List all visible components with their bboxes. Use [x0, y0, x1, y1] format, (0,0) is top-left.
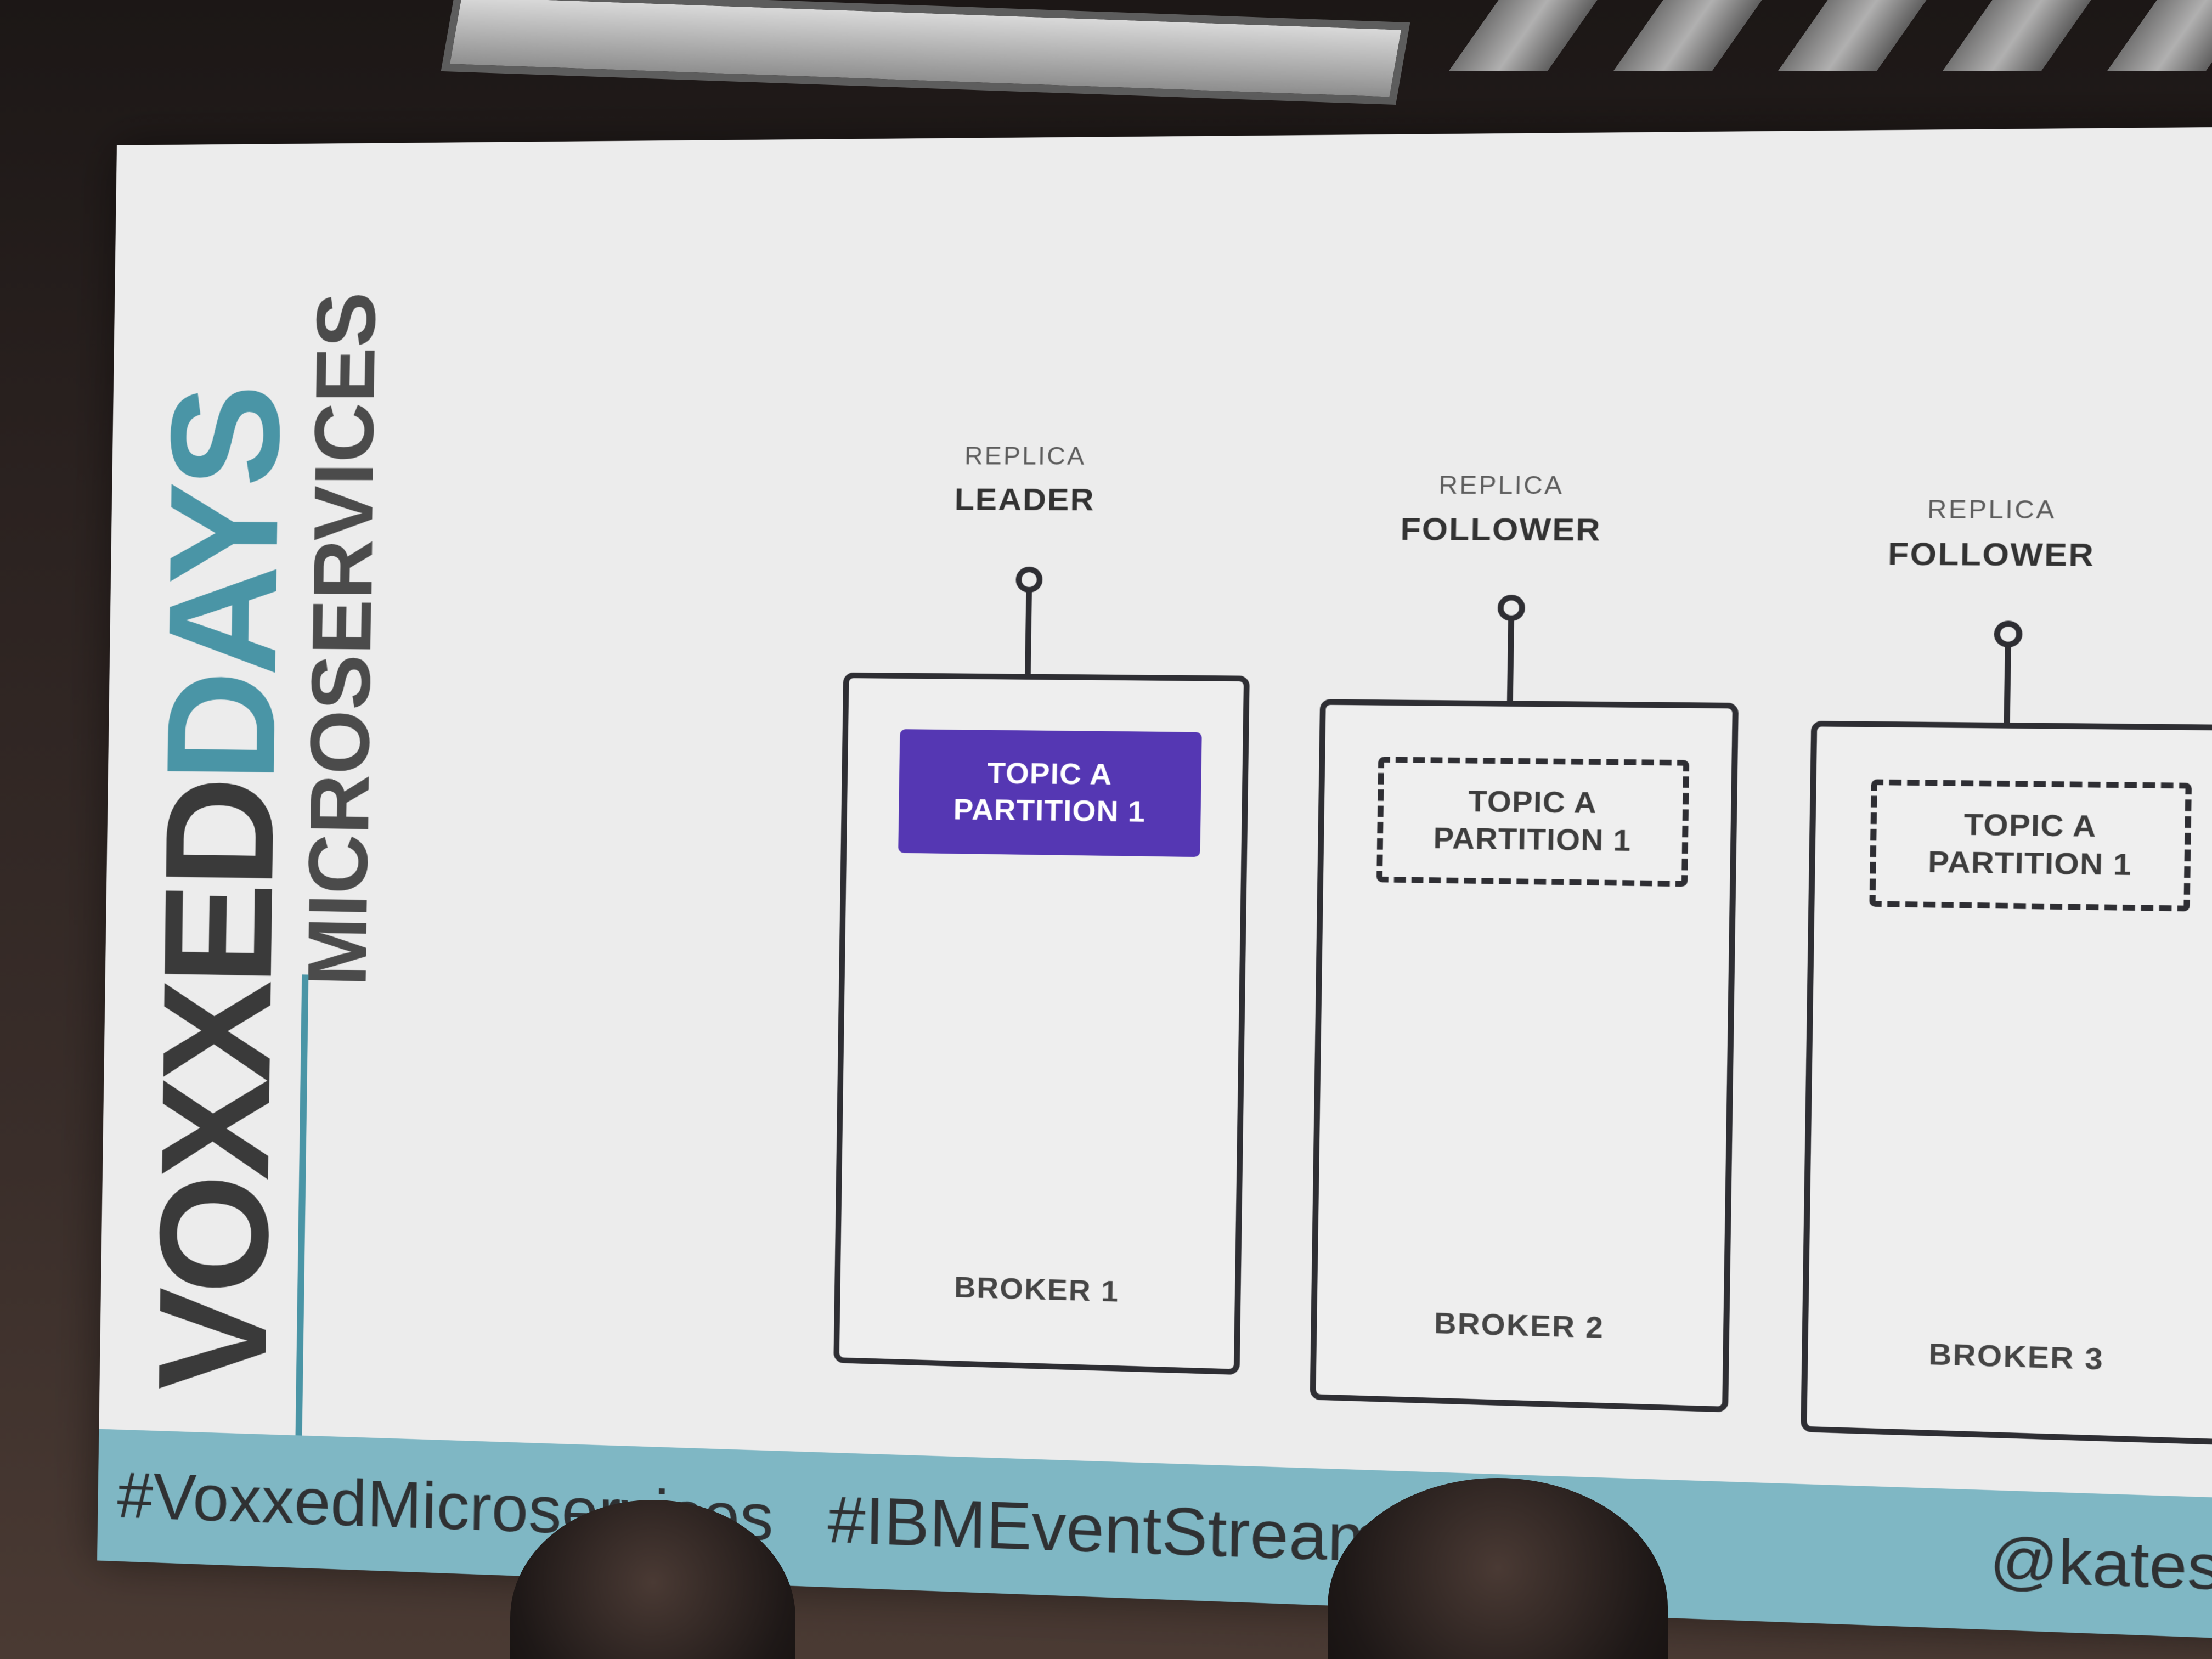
brand-microservices-text: MICROSERVICES: [290, 292, 393, 988]
kafka-replication-diagram: REPLICA LEADER REPLICA FOLLOWER REPLICA …: [684, 256, 2212, 1523]
ceiling-slat: [2107, 0, 2212, 71]
broker-3-box: TOPIC A PARTITION 1 BROKER 3: [1801, 720, 2212, 1446]
partition-label: TOPIC A PARTITION 1: [1927, 808, 2132, 882]
brand-days-text: DAYS: [134, 390, 313, 783]
ceiling-slat: [1613, 0, 1778, 71]
replica-node-icon: [1015, 566, 1043, 593]
replica-header-1: REPLICA LEADER: [880, 442, 1171, 518]
speaker-handle: @katestanley: [1989, 1523, 2212, 1610]
replica-tag: REPLICA: [1438, 471, 1564, 500]
replica-tag: REPLICA: [1927, 495, 2057, 524]
projection-screen: VOXXEDDAYS MICROSERVICES REPLICA LEADER …: [97, 125, 2212, 1646]
broker-label: BROKER 2: [1434, 1307, 1605, 1345]
replica-role: FOLLOWER: [1400, 510, 1602, 548]
broker-label: BROKER 1: [953, 1271, 1120, 1309]
replica-tag: REPLICA: [964, 442, 1086, 471]
broker-label: BROKER 3: [1928, 1338, 2104, 1377]
replica-node-icon: [1994, 620, 2023, 648]
replica-node-icon: [1497, 594, 1526, 622]
replica-header-3: REPLICA FOLLOWER: [1838, 495, 2147, 574]
partition-label: TOPIC A PARTITION 1: [953, 757, 1146, 829]
brand-voxxed-text: VOXXED: [126, 781, 307, 1394]
hashtag-ibm: #IBMEventStreams: [827, 1482, 1421, 1578]
ceiling-slat: [1942, 0, 2107, 71]
broker-1-box: TOPIC A PARTITION 1 BROKER 1: [833, 672, 1250, 1375]
ceiling-light: [441, 0, 1410, 105]
follower-partition: TOPIC A PARTITION 1: [1869, 779, 2192, 912]
leader-partition: TOPIC A PARTITION 1: [898, 729, 1202, 857]
brand-title: VOXXEDDAYS: [126, 390, 312, 1394]
conference-brand: VOXXEDDAYS MICROSERVICES: [106, 201, 393, 1472]
replica-role: FOLLOWER: [1887, 535, 2095, 573]
replica-role: LEADER: [954, 481, 1096, 517]
broker-2-box: TOPIC A PARTITION 1 BROKER 2: [1310, 699, 1739, 1413]
ceiling-slat: [1778, 0, 1942, 71]
ceiling-slat: [1448, 0, 1613, 71]
replica-header-2: REPLICA FOLLOWER: [1352, 471, 1651, 549]
follower-partition: TOPIC A PARTITION 1: [1376, 757, 1690, 887]
partition-label: TOPIC A PARTITION 1: [1433, 785, 1632, 858]
